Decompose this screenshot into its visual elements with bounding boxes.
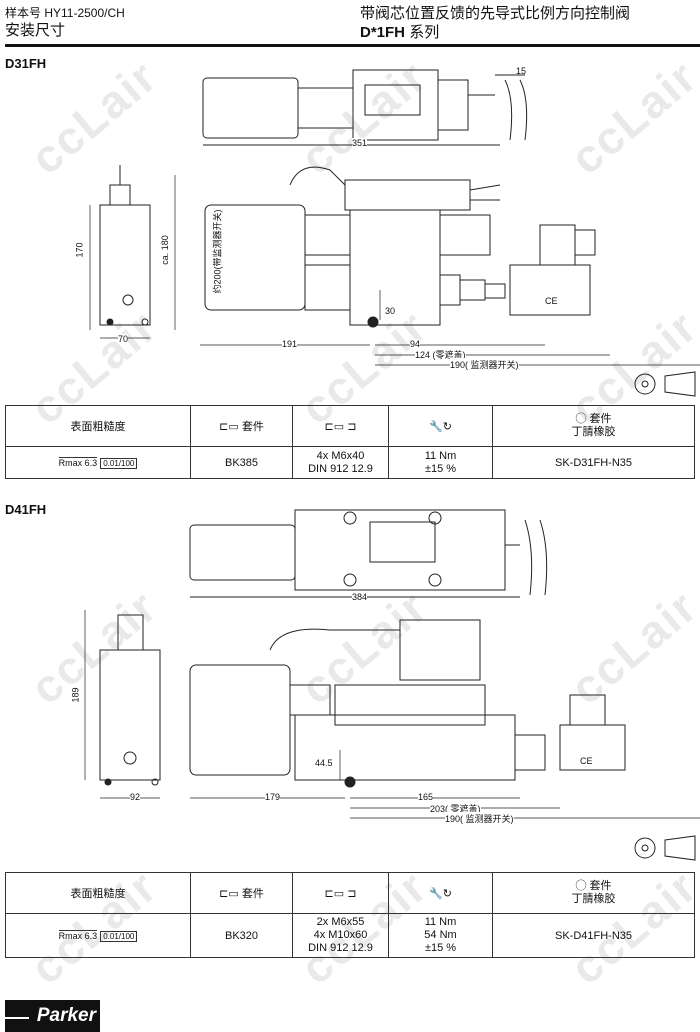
d41fh-drawing [84, 509, 700, 861]
bolt-spec: DIN 912 12.9 [308, 462, 373, 475]
bolt-kit-icon: ⊏▭ [219, 888, 239, 900]
torque-value: 54 Nm [424, 929, 457, 941]
dim-189: 189 [70, 687, 81, 703]
flatness-value: 0.01/100 [100, 930, 138, 942]
bolt-spec: 2x M6x55 [316, 916, 365, 928]
dim-179: 179 [265, 792, 281, 802]
d31fh-spec-table: 表面粗糙度 ⊏▭ 套件 ⊏▭ ⊐ 🔧↻ ◯ 套件丁腈橡胶 Rmax 6.3 0.… [5, 405, 695, 479]
o-ring-icon: ◯ [575, 413, 587, 425]
roughness-value: Rmax 6.3 [58, 456, 98, 468]
series-code: D*1FH [360, 24, 406, 41]
dim-191: 191 [282, 339, 298, 349]
series-title: D*1FH 系列 [360, 21, 439, 42]
header-rule [5, 44, 700, 47]
dim-190: 190( 监测器开关) [450, 358, 519, 371]
kit-value: BK320 [190, 913, 293, 958]
dim-351: 351 [352, 138, 368, 148]
roughness-value: Rmax 6.3 [58, 929, 98, 941]
header-kit: 套件 [241, 421, 264, 433]
d41fh-spec-table: 表面粗糙度 ⊏▭ 套件 ⊏▭ ⊐ 🔧↻ ◯ 套件丁腈橡胶 Rmax 6.3 0.… [5, 872, 695, 958]
d41fh-label: D41FH [5, 502, 47, 517]
parker-logo: Parker [5, 1000, 100, 1032]
bolt-spec: 4x M6x40 [316, 449, 365, 462]
kit-value: BK385 [190, 446, 293, 479]
bolt-caliper-icon: ⊏▭ ⊐ [292, 405, 389, 447]
torque-value: 11 Nm [424, 916, 457, 928]
dim-15: 15 [516, 66, 527, 76]
seal-kit-value: SK-D31FH-N35 [492, 446, 695, 479]
header-roughness: 表面粗糙度 [5, 872, 191, 914]
document-title: 带阀芯位置反馈的先导式比例方向控制阀 [360, 5, 631, 22]
torque-value: 11 Nm [424, 449, 457, 462]
dim-190: 190( 监测器开关) [445, 812, 514, 825]
wrench-torque-icon: 🔧↻ [388, 872, 493, 914]
dim-384: 384 [352, 592, 368, 602]
flatness-value: 0.01/100 [100, 457, 138, 469]
dim-70: 70 [118, 334, 129, 344]
header-roughness: 表面粗糙度 [5, 405, 191, 447]
torque-tolerance: ±15 % [424, 462, 457, 475]
section-title: 安装尺寸 [5, 22, 66, 39]
dim-203: 203( 零遮盖) [430, 802, 481, 815]
dim-44-5: 44.5 [315, 758, 333, 768]
bolt-kit-icon: ⊏▭ [219, 421, 239, 433]
bolt-caliper-icon: ⊏▭ ⊐ [292, 872, 389, 914]
ce-mark: CE [545, 296, 558, 306]
d31fh-drawing [89, 69, 700, 397]
dim-200: 约200(带监测器开关) [212, 209, 223, 294]
bolt-spec: 4x M10x60 [313, 929, 368, 941]
dim-ca180: ca. 180 [159, 235, 170, 265]
dim-124: 124 (零遮盖) [415, 348, 466, 361]
dim-170: 170 [74, 242, 85, 258]
series-suffix: 系列 [409, 24, 440, 41]
header-oring-kit: 套件 [589, 880, 612, 892]
bolt-spec: DIN 912 12.9 [308, 942, 373, 954]
seal-kit-value: SK-D41FH-N35 [492, 913, 695, 958]
dim-94: 94 [410, 339, 421, 349]
header-oring-material: 丁腈橡胶 [571, 426, 616, 438]
ce-mark: CE [580, 756, 593, 766]
header-kit: 套件 [241, 888, 264, 900]
d31fh-label: D31FH [5, 56, 47, 71]
torque-tolerance: ±15 % [424, 942, 457, 954]
dim-92: 92 [130, 792, 141, 802]
dim-30: 30 [385, 306, 396, 316]
header-oring-material: 丁腈橡胶 [571, 893, 616, 905]
header-oring-kit: 套件 [589, 413, 612, 425]
wrench-torque-icon: 🔧↻ [388, 405, 493, 447]
catalog-number: 样本号 HY11-2500/CH [5, 6, 125, 20]
o-ring-icon: ◯ [575, 880, 587, 892]
dim-165: 165 [418, 792, 434, 802]
